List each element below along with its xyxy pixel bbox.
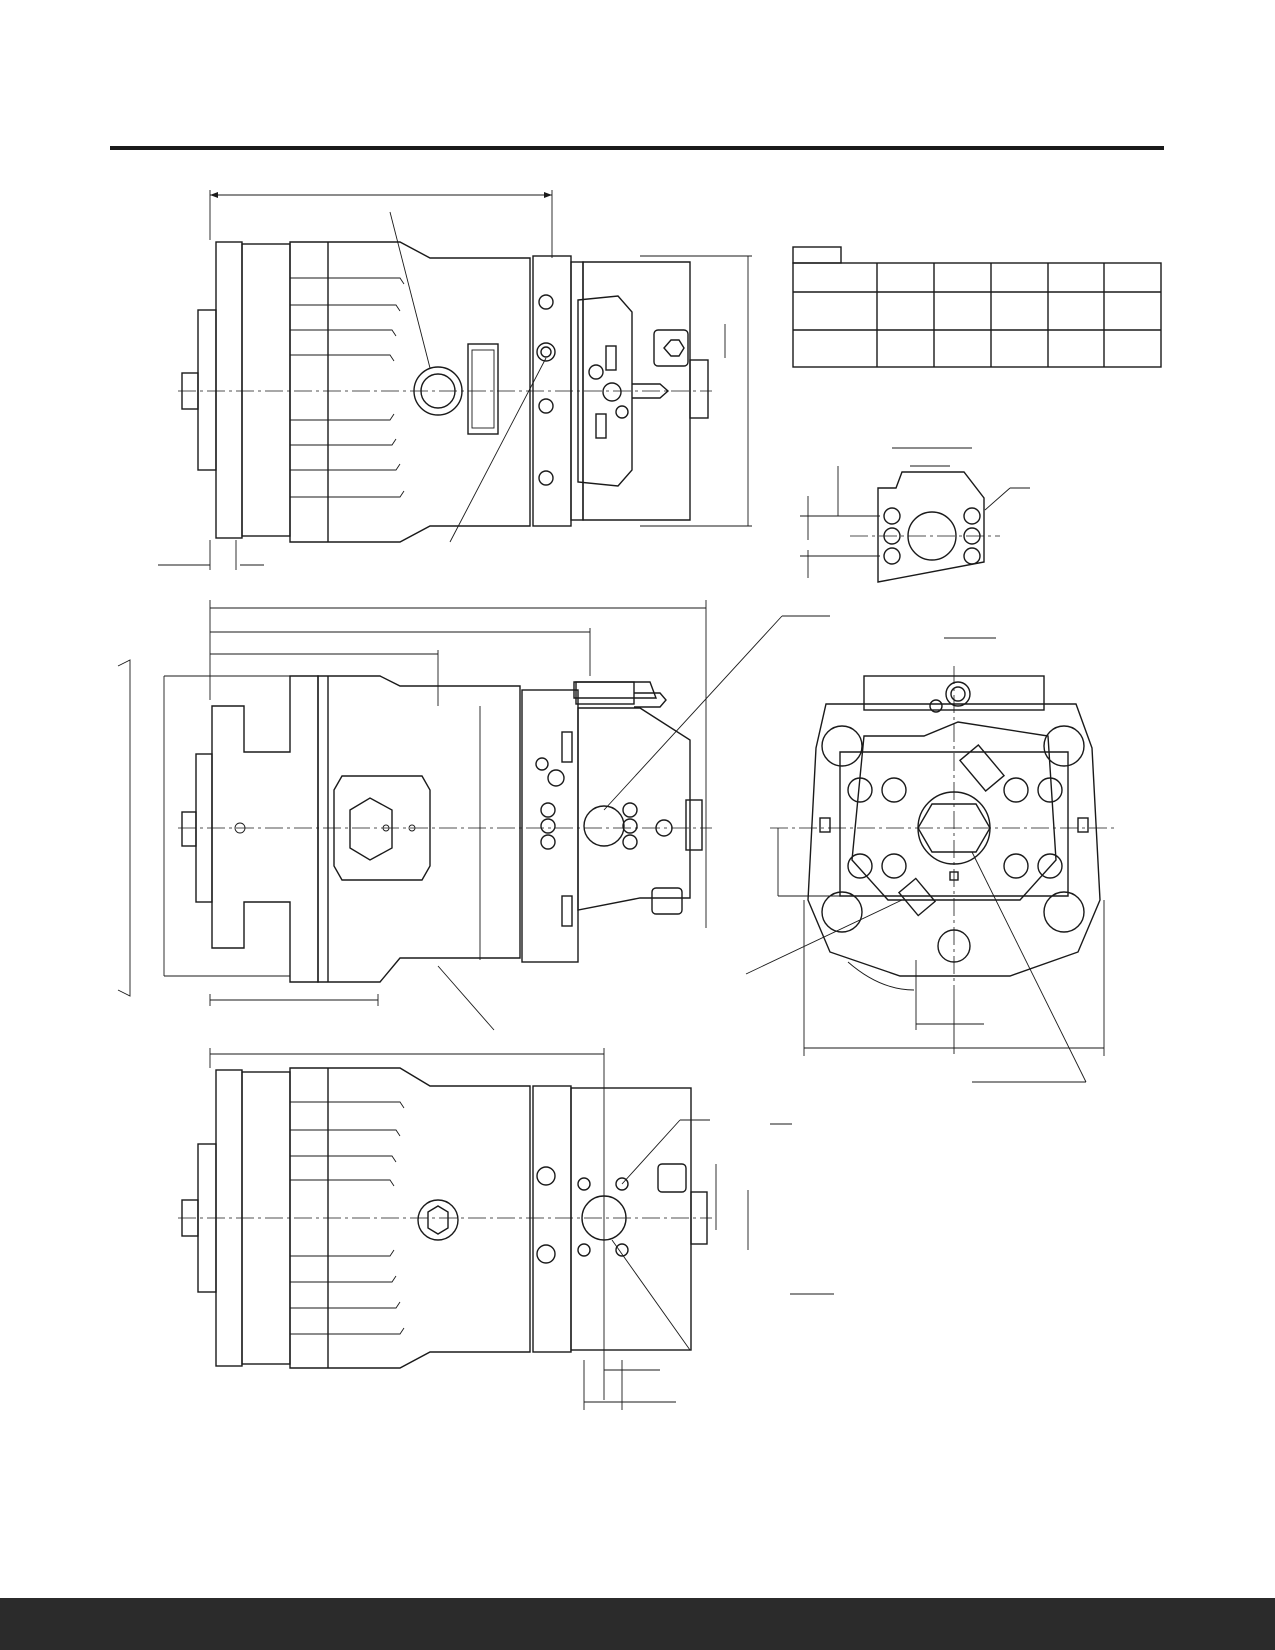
side-view (117, 600, 830, 1031)
header-rule (110, 146, 1164, 150)
port-flange-detail (800, 447, 1030, 583)
footer-band (0, 1598, 1275, 1650)
bottom-view (178, 1048, 834, 1410)
top-view (158, 190, 752, 570)
dimension-table (792, 246, 1162, 368)
end-view (745, 637, 1116, 1083)
